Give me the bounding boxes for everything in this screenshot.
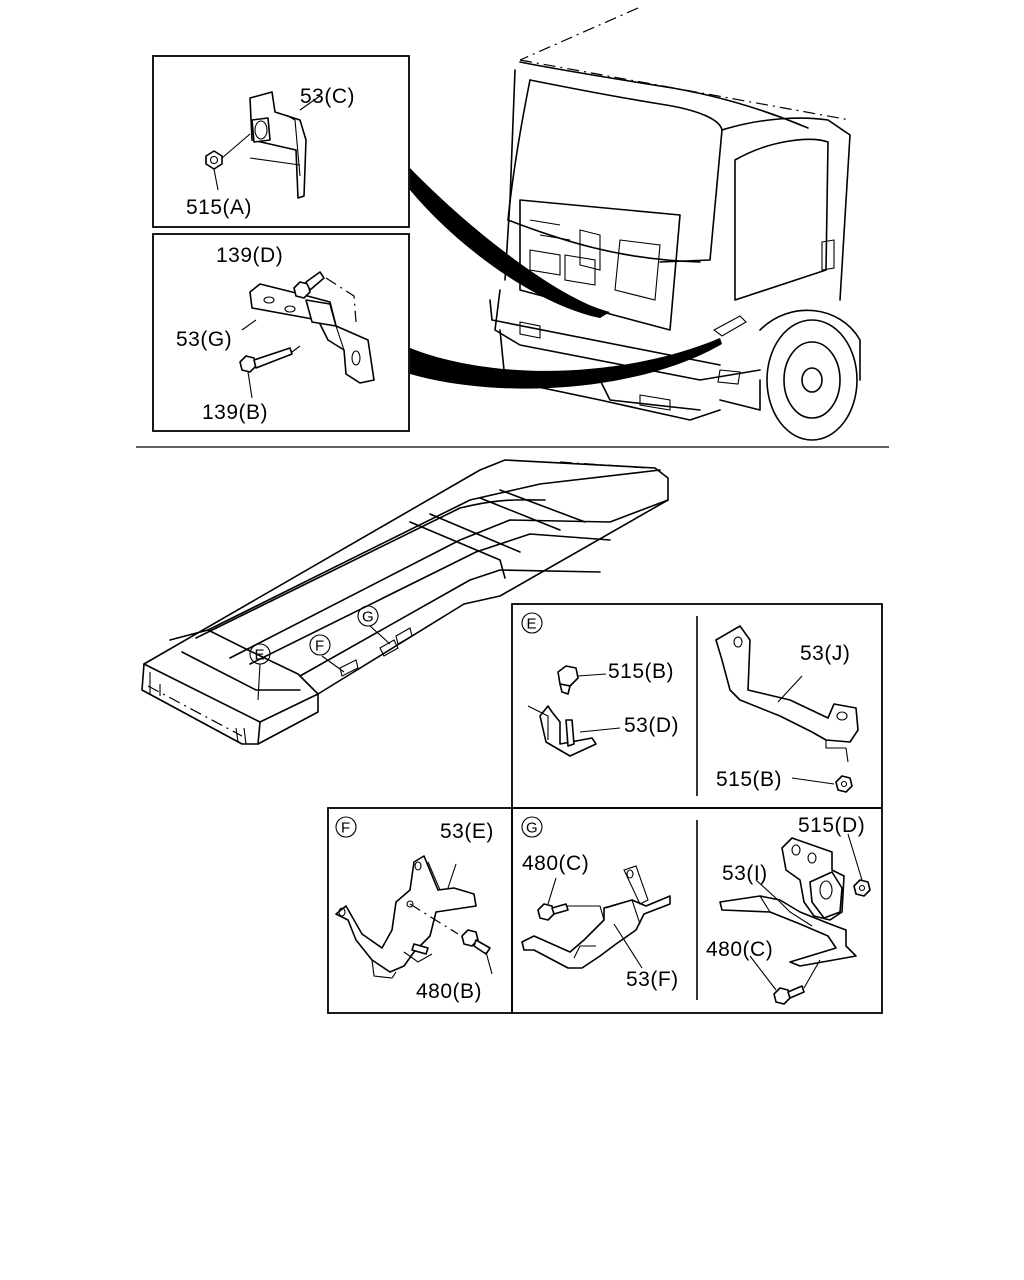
bolt-139d-icon xyxy=(293,271,357,323)
bracket-53c xyxy=(249,91,307,199)
svg-text:E: E xyxy=(255,647,265,664)
label-53j: 53(J) xyxy=(800,642,850,665)
label-480c-g: 480(C) xyxy=(522,852,589,875)
nut-515b-e-icon xyxy=(557,665,621,733)
label-53e: 53(E) xyxy=(440,820,494,843)
callout-e-chassis: E xyxy=(249,643,271,665)
svg-text:G: G xyxy=(362,609,374,626)
bolt-139b-icon xyxy=(239,345,301,399)
detail-box-53c xyxy=(152,55,410,228)
bracket-53i xyxy=(719,837,857,967)
label-515d: 515(D) xyxy=(798,814,865,837)
label-53d: 53(D) xyxy=(624,714,679,737)
callout-g-chassis: G xyxy=(357,605,379,627)
bracket-53e xyxy=(335,855,477,979)
label-139d: 139(D) xyxy=(216,244,283,267)
detail-box-g xyxy=(511,807,883,1014)
label-480c-i: 480(C) xyxy=(706,938,773,961)
chassis-frame-illustration xyxy=(141,459,669,745)
bracket-53j xyxy=(715,625,859,763)
nut-515b-j-icon xyxy=(791,775,853,793)
callout-f-chassis: F xyxy=(309,634,331,656)
svg-text:G: G xyxy=(526,820,538,837)
nut-515d-icon xyxy=(847,833,871,897)
label-53g: 53(G) xyxy=(176,328,232,351)
svg-text:F: F xyxy=(341,820,350,837)
svg-text:F: F xyxy=(315,638,324,655)
label-515a: 515(A) xyxy=(186,196,252,219)
bracket-53d xyxy=(527,705,597,757)
bracket-53f xyxy=(521,865,671,969)
label-53i: 53(I) xyxy=(722,862,768,885)
bolt-480c-g-icon xyxy=(537,877,605,921)
bolt-480c-i-icon xyxy=(749,955,821,1005)
label-480b: 480(B) xyxy=(416,980,482,1003)
callout-g-panel: G xyxy=(521,816,543,838)
svg-text:E: E xyxy=(527,616,537,633)
bracket-53g xyxy=(249,283,375,384)
label-53c: 53(C) xyxy=(300,85,355,108)
label-53f: 53(F) xyxy=(626,968,679,991)
detail-box-53g xyxy=(152,233,410,432)
bolt-480b-icon xyxy=(411,929,493,975)
callout-f-panel: F xyxy=(335,816,357,838)
callout-e-panel: E xyxy=(521,612,543,634)
label-515b-e: 515(B) xyxy=(608,660,674,683)
label-515b-j: 515(B) xyxy=(716,768,782,791)
label-139b: 139(B) xyxy=(202,401,268,424)
nut-515a-icon xyxy=(205,133,251,191)
truck-cab-illustration xyxy=(410,7,861,441)
